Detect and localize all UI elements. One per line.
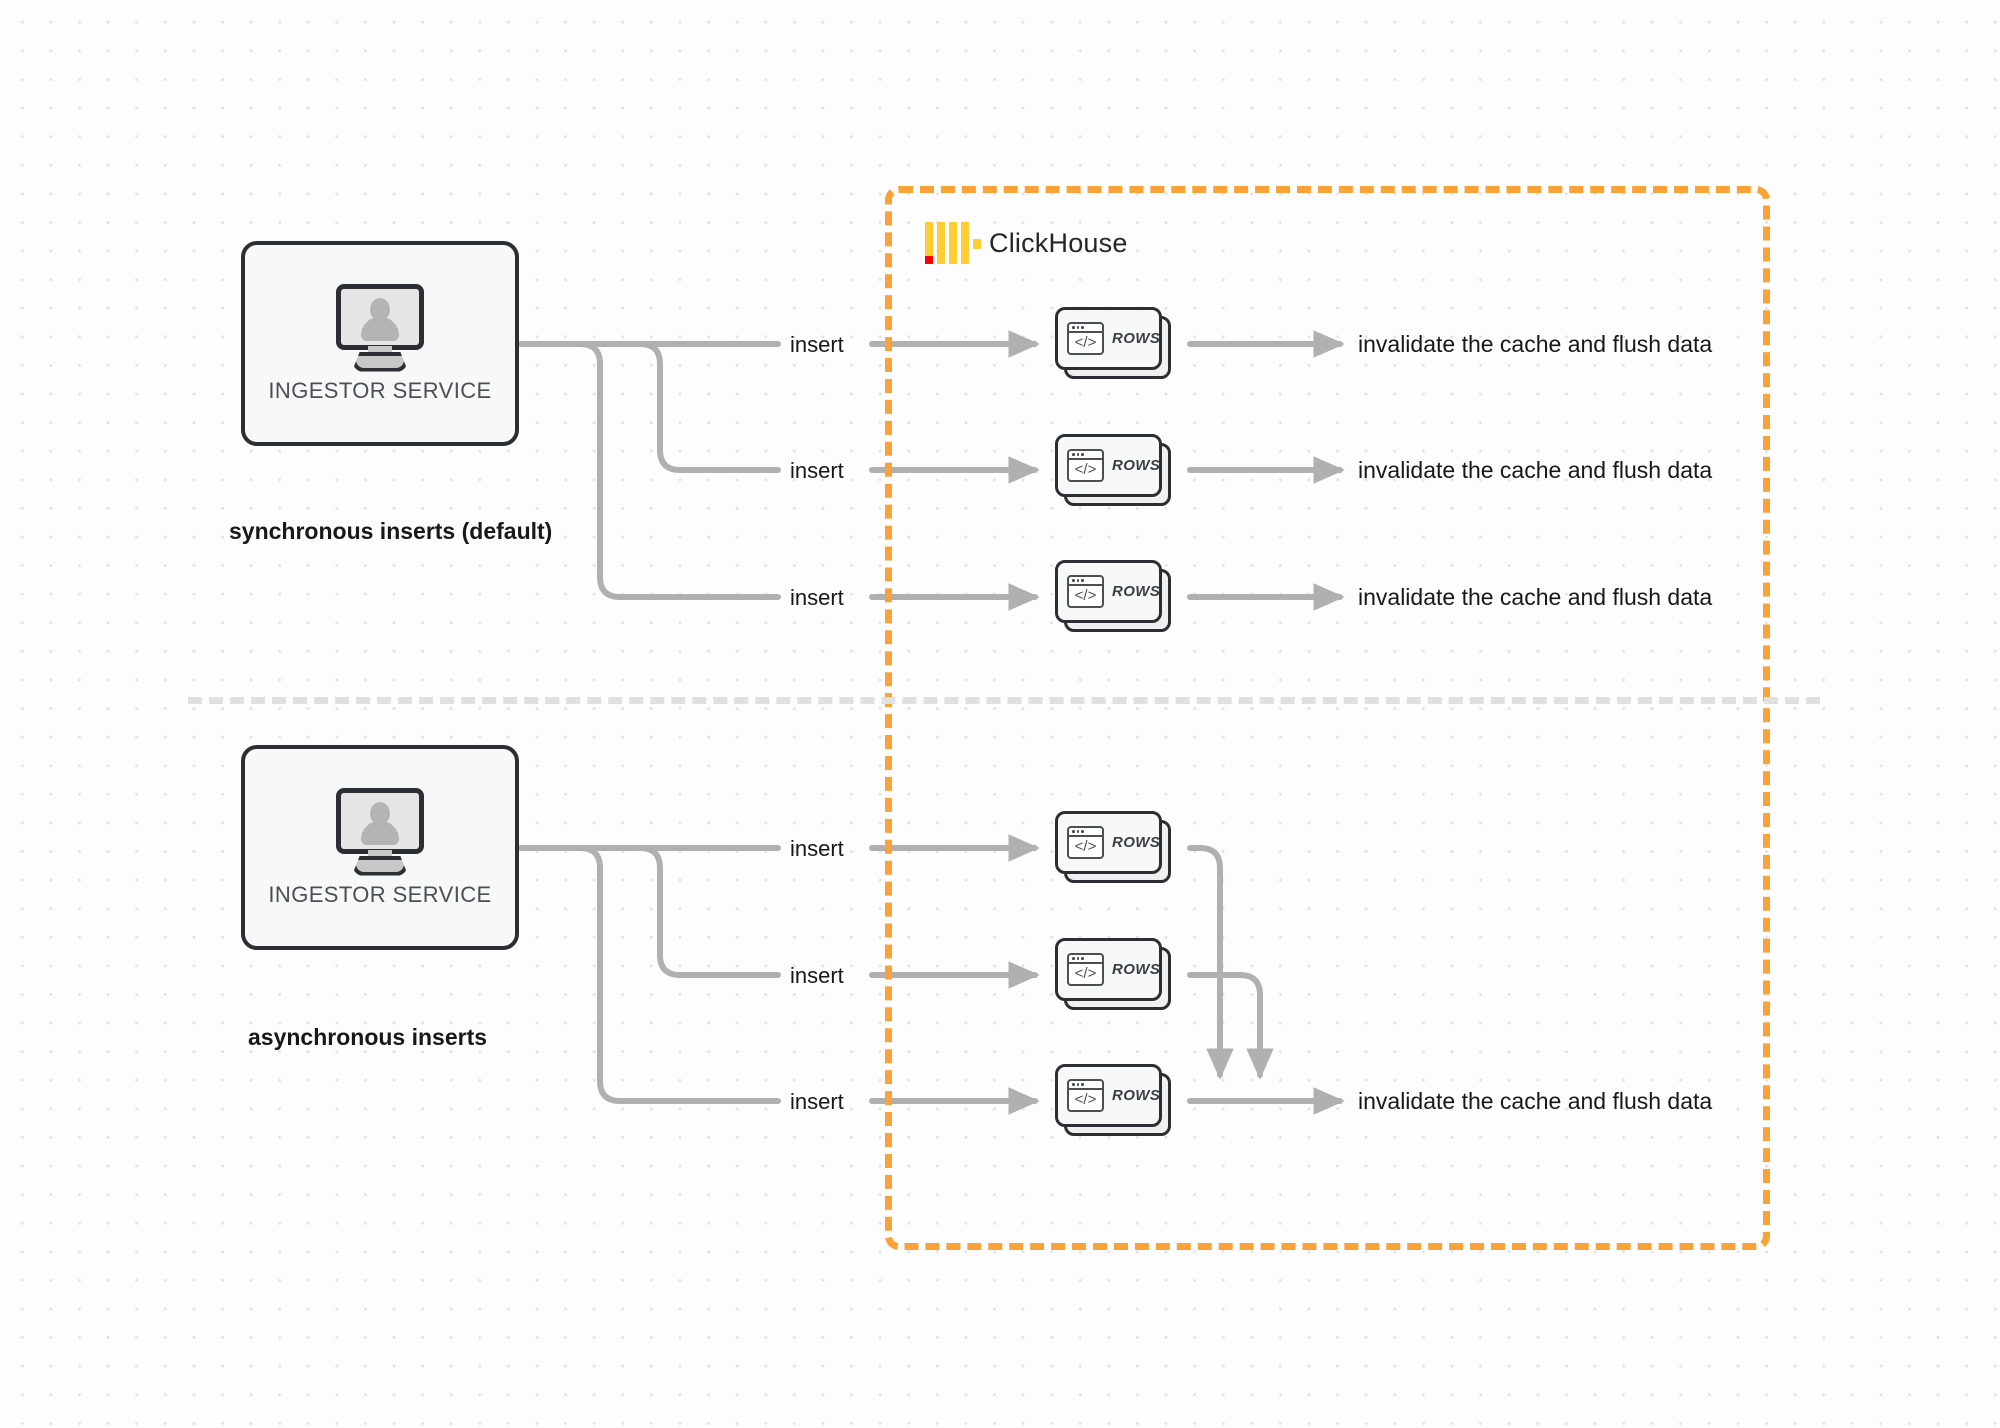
sync-insert-label-1: insert <box>790 332 844 357</box>
wire-async-branch-2 <box>518 845 781 978</box>
clickhouse-logo-icon <box>925 222 981 264</box>
monitor-user-icon <box>328 283 432 372</box>
async-rows-card-1[interactable]: </> ROWS <box>1055 811 1171 883</box>
rows-card-label: ROWS <box>1112 834 1161 851</box>
rows-card-label: ROWS <box>1112 457 1161 474</box>
clickhouse-wordmark: ClickHouse <box>989 227 1128 258</box>
async-insert-label-3: insert <box>790 1089 844 1114</box>
sync-rows-card-2[interactable]: </> ROWS <box>1055 434 1171 506</box>
code-window-icon: </> <box>1067 322 1104 355</box>
rows-card-label: ROWS <box>1112 330 1161 347</box>
async-ingestor-service-node[interactable]: INGESTOR SERVICE <box>241 745 519 950</box>
sync-section-caption: synchronous inserts (default) <box>229 518 553 544</box>
code-window-icon: </> <box>1067 1079 1104 1112</box>
async-rows-card-3[interactable]: </> ROWS <box>1055 1064 1171 1136</box>
wire-async-branch-3 <box>518 845 781 1104</box>
sync-result-label-3: invalidate the cache and flush data <box>1358 584 1713 610</box>
sync-ingestor-service-node[interactable]: INGESTOR SERVICE <box>241 241 519 446</box>
wire-sync-branch-2 <box>518 341 781 473</box>
async-insert-label-2: insert <box>790 963 844 988</box>
monitor-user-icon <box>328 787 432 876</box>
async-section-caption: asynchronous inserts <box>248 1024 488 1050</box>
section-divider <box>188 697 1820 704</box>
clickhouse-brand: ClickHouse <box>925 222 1128 264</box>
async-rows-card-2[interactable]: </> ROWS <box>1055 938 1171 1010</box>
wire-sync-branch-3 <box>518 341 781 600</box>
clickhouse-boundary <box>885 186 1770 1250</box>
async-ingestor-service-label: INGESTOR SERVICE <box>268 881 492 907</box>
async-merged-result-label: invalidate the cache and flush data <box>1358 1088 1713 1114</box>
sync-rows-card-3[interactable]: </> ROWS <box>1055 560 1171 632</box>
sync-insert-label-3: insert <box>790 585 844 610</box>
rows-card-label: ROWS <box>1112 583 1161 600</box>
rows-card-label: ROWS <box>1112 961 1161 978</box>
sync-result-label-1: invalidate the cache and flush data <box>1358 331 1713 357</box>
sync-insert-label-2: insert <box>790 458 844 483</box>
code-window-icon: </> <box>1067 826 1104 859</box>
code-window-icon: </> <box>1067 449 1104 482</box>
rows-card-label: ROWS <box>1112 1087 1161 1104</box>
sync-result-label-2: invalidate the cache and flush data <box>1358 457 1713 483</box>
code-window-icon: </> <box>1067 575 1104 608</box>
code-window-icon: </> <box>1067 953 1104 986</box>
sync-ingestor-service-label: INGESTOR SERVICE <box>268 377 492 403</box>
async-insert-label-1: insert <box>790 836 844 861</box>
sync-rows-card-1[interactable]: </> ROWS <box>1055 307 1171 379</box>
